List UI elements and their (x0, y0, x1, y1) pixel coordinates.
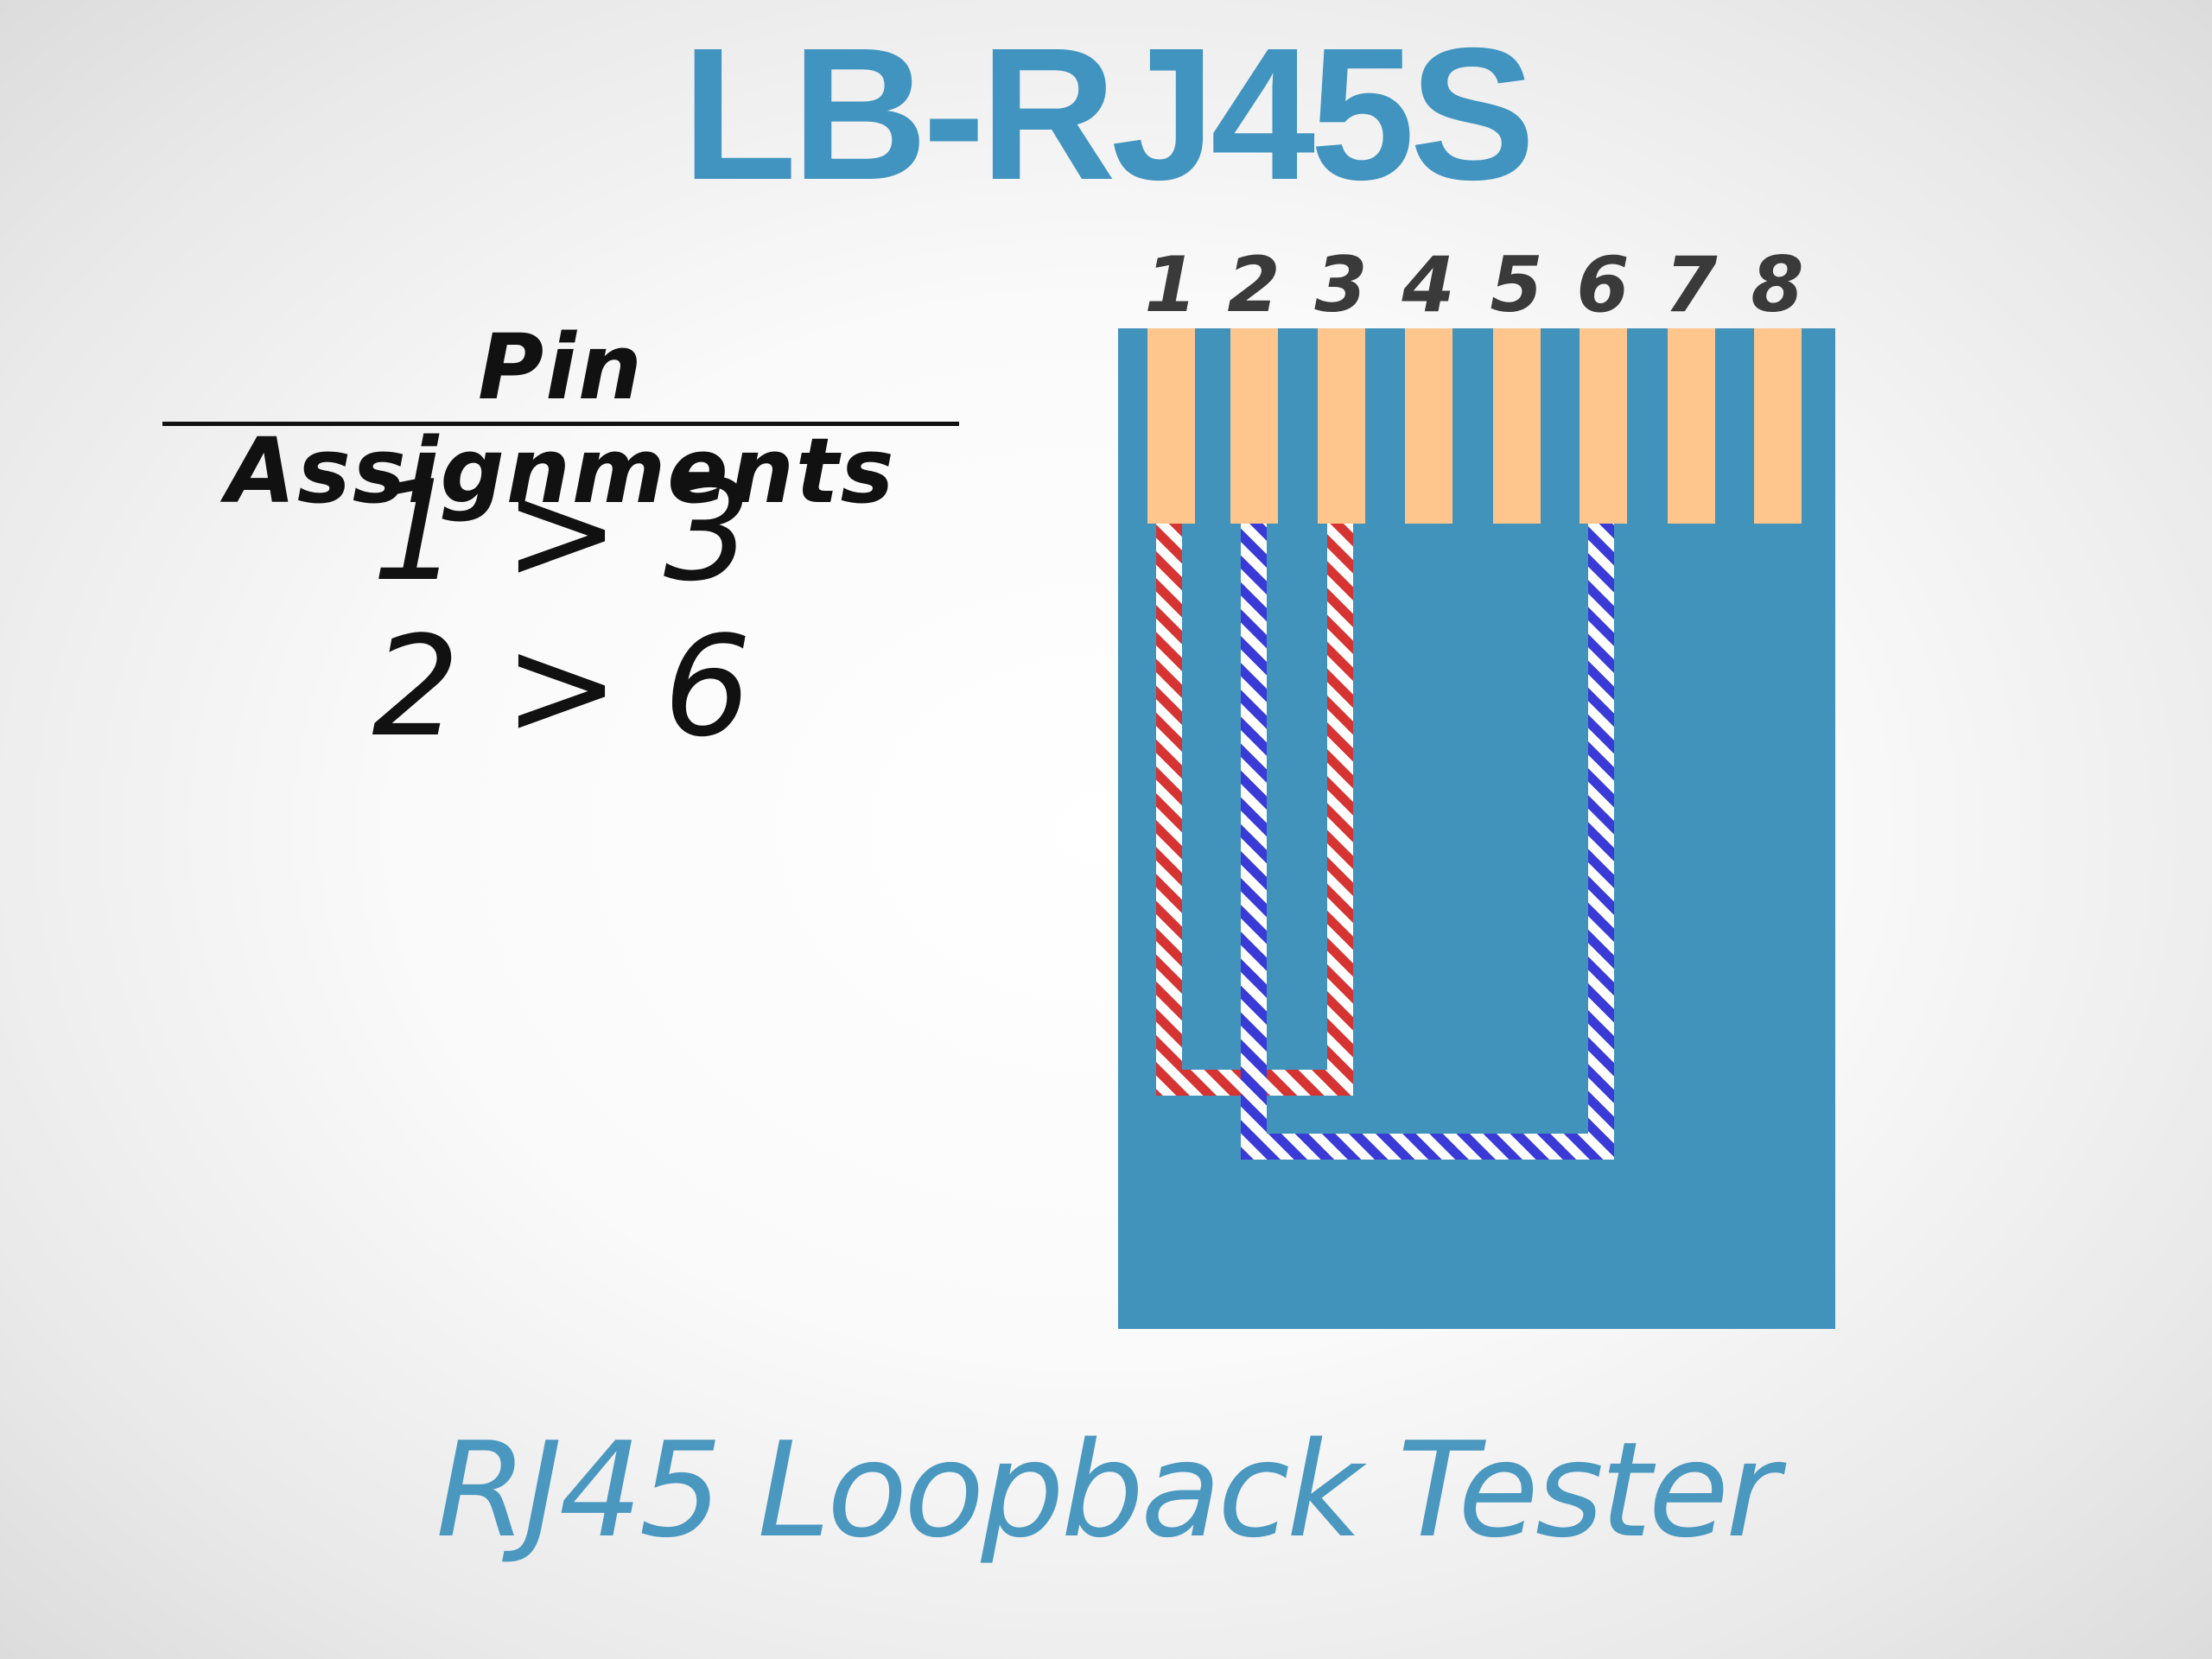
pin-mapping-2-6: 2 > 6 (372, 606, 752, 767)
contact-pin-6 (1580, 328, 1627, 524)
page-title: LB-RJ45S (682, 10, 1535, 219)
contact-pin-5 (1493, 328, 1541, 524)
pin-number-4: 4 (1401, 240, 1454, 329)
heading-underline (162, 422, 959, 426)
contact-pin-7 (1668, 328, 1715, 524)
connector-body (1118, 328, 1835, 1329)
pin-number-6: 6 (1576, 240, 1629, 329)
loop-wire-2-6 (1241, 524, 1614, 1160)
pin-assignments-heading: Pin Assignments (226, 315, 896, 524)
pin-number-5: 5 (1490, 240, 1542, 329)
contact-pin-4 (1405, 328, 1452, 524)
pin-number-3: 3 (1314, 240, 1367, 329)
contact-pin-3 (1318, 328, 1365, 524)
pin-number-8: 8 (1751, 240, 1803, 329)
contact-pin-1 (1147, 328, 1195, 524)
pin-number-1: 1 (1144, 240, 1197, 329)
page-subtitle: RJ45 Loopback Tester (435, 1414, 1779, 1567)
pin-number-2: 2 (1227, 240, 1280, 329)
pin-mapping-1-3: 1 > 3 (372, 450, 752, 612)
pin-number-7: 7 (1664, 240, 1718, 329)
contact-pin-2 (1230, 328, 1278, 524)
contact-pin-8 (1754, 328, 1802, 524)
